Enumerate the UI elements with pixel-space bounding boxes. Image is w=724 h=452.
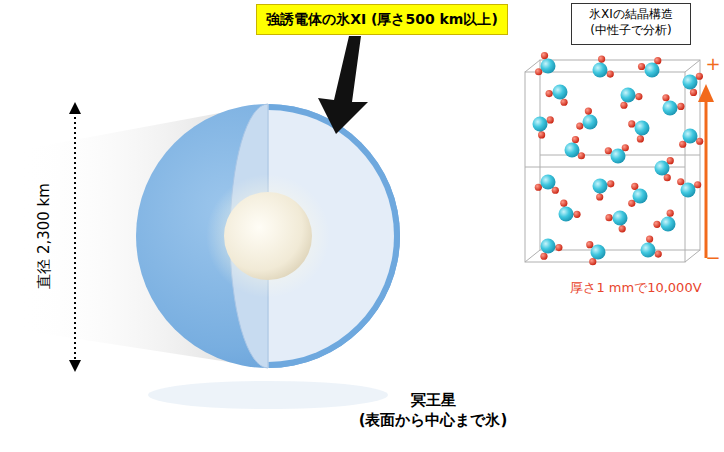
oxygen-atom — [641, 243, 656, 258]
hydrogen-atom — [547, 116, 554, 123]
arrowhead — [69, 360, 81, 372]
oxygen-atom — [541, 59, 556, 74]
hydrogen-atom — [560, 200, 567, 207]
hydrogen-atom — [607, 180, 614, 187]
hydrogen-atom — [664, 174, 671, 181]
hydrogen-atom — [538, 131, 545, 138]
arrowhead — [69, 102, 81, 114]
hydrogen-atom — [628, 120, 635, 127]
hydrogen-atom — [637, 135, 644, 142]
oxygen-atom — [533, 117, 548, 132]
hydrogen-atom — [605, 147, 612, 154]
oxygen-atom — [661, 217, 676, 232]
oxygen-atom — [593, 63, 608, 78]
hydrogen-atom — [578, 152, 585, 159]
oxygen-atom — [583, 115, 598, 130]
oxygen-atom — [681, 183, 696, 198]
diameter-line — [74, 112, 76, 362]
oxygen-atom — [635, 121, 650, 136]
pointer-arrow — [318, 36, 368, 134]
hydrogen-atom — [690, 89, 697, 96]
hydrogen-atom — [696, 73, 703, 80]
hydrogen-atom — [598, 56, 605, 63]
oxygen-atom — [683, 75, 698, 90]
hydrogen-atom — [540, 253, 547, 260]
hydrogen-atom — [667, 210, 674, 217]
hydrogen-atom — [677, 103, 684, 110]
hydrogen-atom — [541, 52, 548, 59]
hydrogen-atom — [555, 244, 562, 251]
label-box: 氷XIの結晶構造 (中性子で分析) — [571, 3, 691, 45]
arrowhead — [698, 84, 714, 102]
oxygen-atom — [645, 63, 660, 78]
oxygen-atom — [663, 101, 678, 116]
oxygen-atom — [591, 245, 606, 260]
hydrogen-atom — [605, 214, 612, 221]
hydrogen-atom — [631, 183, 638, 190]
sign-label: + — [705, 52, 720, 76]
hydrogen-atom — [654, 57, 661, 64]
oxygen-atom — [541, 175, 556, 190]
oxygen-atom — [683, 129, 698, 144]
core-glow — [206, 174, 330, 298]
water-molecules — [533, 52, 704, 265]
box-text: 氷XIの結晶構造 (中性子で分析) — [579, 7, 683, 38]
oxygen-atom — [621, 88, 636, 103]
oxygen-atom — [565, 143, 580, 158]
reflection — [148, 381, 388, 409]
core — [224, 192, 312, 280]
hydrogen-atom — [546, 90, 553, 97]
hydrogen-atom — [662, 94, 669, 101]
hydrogen-atom — [607, 70, 614, 77]
dimension-label: 直径 2,300 km — [34, 183, 54, 289]
hydrogen-atom — [585, 108, 592, 115]
oxygen-atom — [655, 161, 670, 176]
callout-box: 強誘電体の氷XI (厚さ500 km以上) — [256, 4, 508, 35]
hydrogen-atom — [620, 102, 627, 109]
hydrogen-atom — [619, 225, 626, 232]
hydrogen-atom — [653, 221, 660, 228]
hydrogen-atom — [646, 236, 653, 243]
hydrogen-atom — [535, 184, 542, 191]
hydrogen-atom — [638, 63, 645, 70]
polarization-arrow — [705, 100, 708, 258]
pluto-sphere — [136, 104, 400, 368]
hydrogen-atom — [635, 93, 642, 100]
note-label: 厚さ1 mmで10,000V — [570, 279, 701, 297]
oxygen-atom — [559, 207, 574, 222]
oxygen-atom — [611, 149, 626, 164]
unit-cell — [525, 60, 700, 262]
hydrogen-atom — [655, 250, 662, 257]
hydrogen-atom — [560, 99, 567, 106]
hydrogen-atom — [596, 193, 603, 200]
box-text: 強誘電体の氷XI (厚さ500 km以上) — [266, 10, 498, 28]
sign-label: − — [705, 246, 720, 270]
oxygen-atom — [593, 179, 608, 194]
hydrogen-atom — [589, 258, 596, 265]
planet-label: 冥王星 (表面から中心まで氷) — [343, 390, 523, 431]
hydrogen-atom — [572, 136, 579, 143]
oxygen-atom — [541, 239, 556, 254]
hydrogen-atom — [573, 211, 580, 218]
oxygen-atom — [633, 189, 648, 204]
hydrogen-atom — [694, 181, 701, 188]
hydrogen-atom — [696, 138, 703, 145]
oxygen-atom — [613, 211, 628, 226]
hydrogen-atom — [576, 122, 583, 129]
hydrogen-atom — [535, 68, 542, 75]
oxygen-atom — [553, 85, 568, 100]
